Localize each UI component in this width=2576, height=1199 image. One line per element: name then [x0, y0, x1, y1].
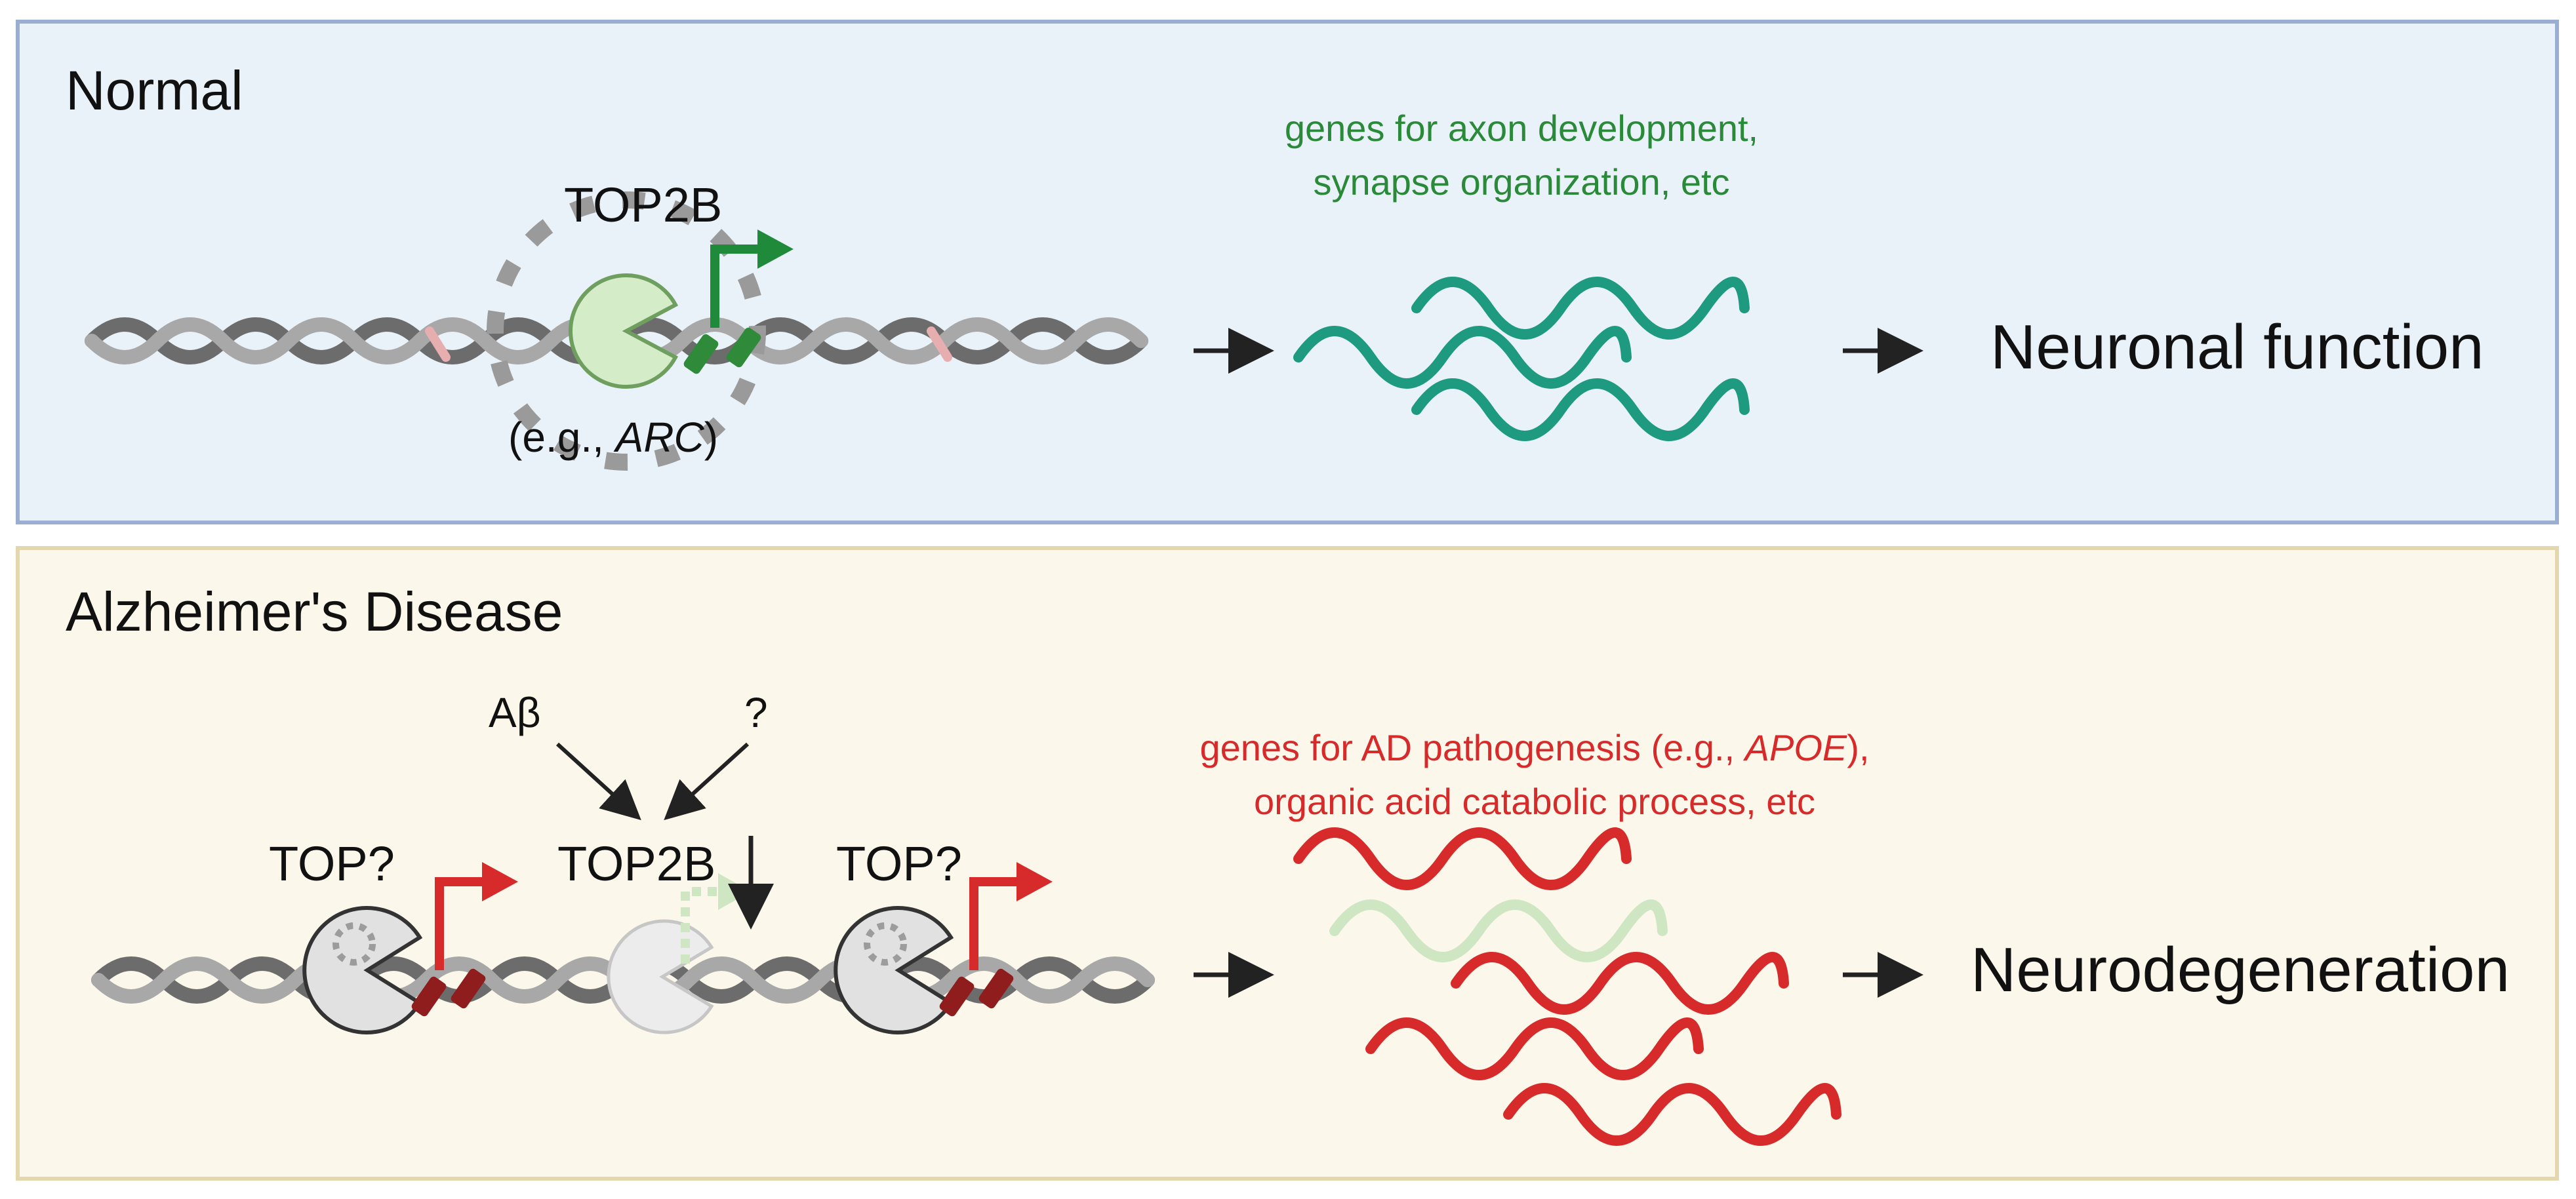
- gene-segment: [411, 968, 486, 1017]
- ad-genes-caption-line1: genes for AD pathogenesis (e.g., APOE),: [1115, 721, 1954, 775]
- ad-caption-prefix: genes for AD pathogenesis (e.g.,: [1199, 727, 1745, 768]
- top-unknown-left-label: TOP?: [269, 836, 395, 891]
- normal-panel-title: Normal: [66, 60, 243, 121]
- ad-genes-caption: genes for AD pathogenesis (e.g., APOE), …: [1115, 721, 1954, 829]
- mrna-wave-icon: [1293, 277, 1750, 441]
- top2b-ad-label: TOP2B: [557, 836, 716, 891]
- abeta-input-label: Aβ: [489, 689, 541, 736]
- alzheimers-panel: [16, 546, 2559, 1181]
- top2b-label: TOP2B: [564, 178, 723, 232]
- gene-segment: [939, 968, 1014, 1017]
- transcription-start-arrow-icon: [969, 862, 1053, 970]
- ad-outcome-label: Neurodegeneration: [1971, 935, 2510, 1005]
- normal-panel: [16, 20, 2559, 524]
- example-gene-arc: ARC: [615, 414, 704, 461]
- ad-genes-caption-line2: organic acid catabolic process, etc: [1254, 781, 1815, 822]
- transcription-start-arrow-icon: [435, 862, 518, 970]
- gene-segment: [683, 327, 761, 374]
- ad-caption-gene-apoe: APOE: [1744, 727, 1847, 768]
- normal-outcome-label: Neuronal function: [1990, 312, 2484, 382]
- topoisomerase-enzyme-icon: [834, 906, 954, 1034]
- ad-caption-suffix: ),: [1847, 727, 1870, 768]
- unknown-input-label: ?: [744, 689, 768, 736]
- ad-panel-title: Alzheimer's Disease: [66, 581, 563, 642]
- top-unknown-right-label: TOP?: [836, 836, 962, 891]
- normal-genes-caption-line2: synapse organization, etc: [1313, 161, 1730, 203]
- example-prefix: (e.g.,: [508, 414, 616, 461]
- unknown-input-arrow: [664, 742, 750, 821]
- example-suffix: ): [704, 414, 719, 461]
- topoisomerase-enzyme-icon: [302, 906, 423, 1034]
- topoisomerase-enzyme-icon: [607, 919, 714, 1034]
- normal-genes-caption: genes for axon development, synapse orga…: [1128, 102, 1915, 209]
- mrna-wave-icon: [1293, 827, 1841, 1146]
- abeta-input-arrow: [555, 742, 641, 821]
- transcription-start-arrow-icon: [710, 229, 794, 328]
- normal-genes-caption-line1: genes for axon development,: [1284, 108, 1759, 149]
- topoisomerase-enzyme-icon: [487, 191, 766, 471]
- example-gene-label: (e.g., ARC): [508, 413, 718, 462]
